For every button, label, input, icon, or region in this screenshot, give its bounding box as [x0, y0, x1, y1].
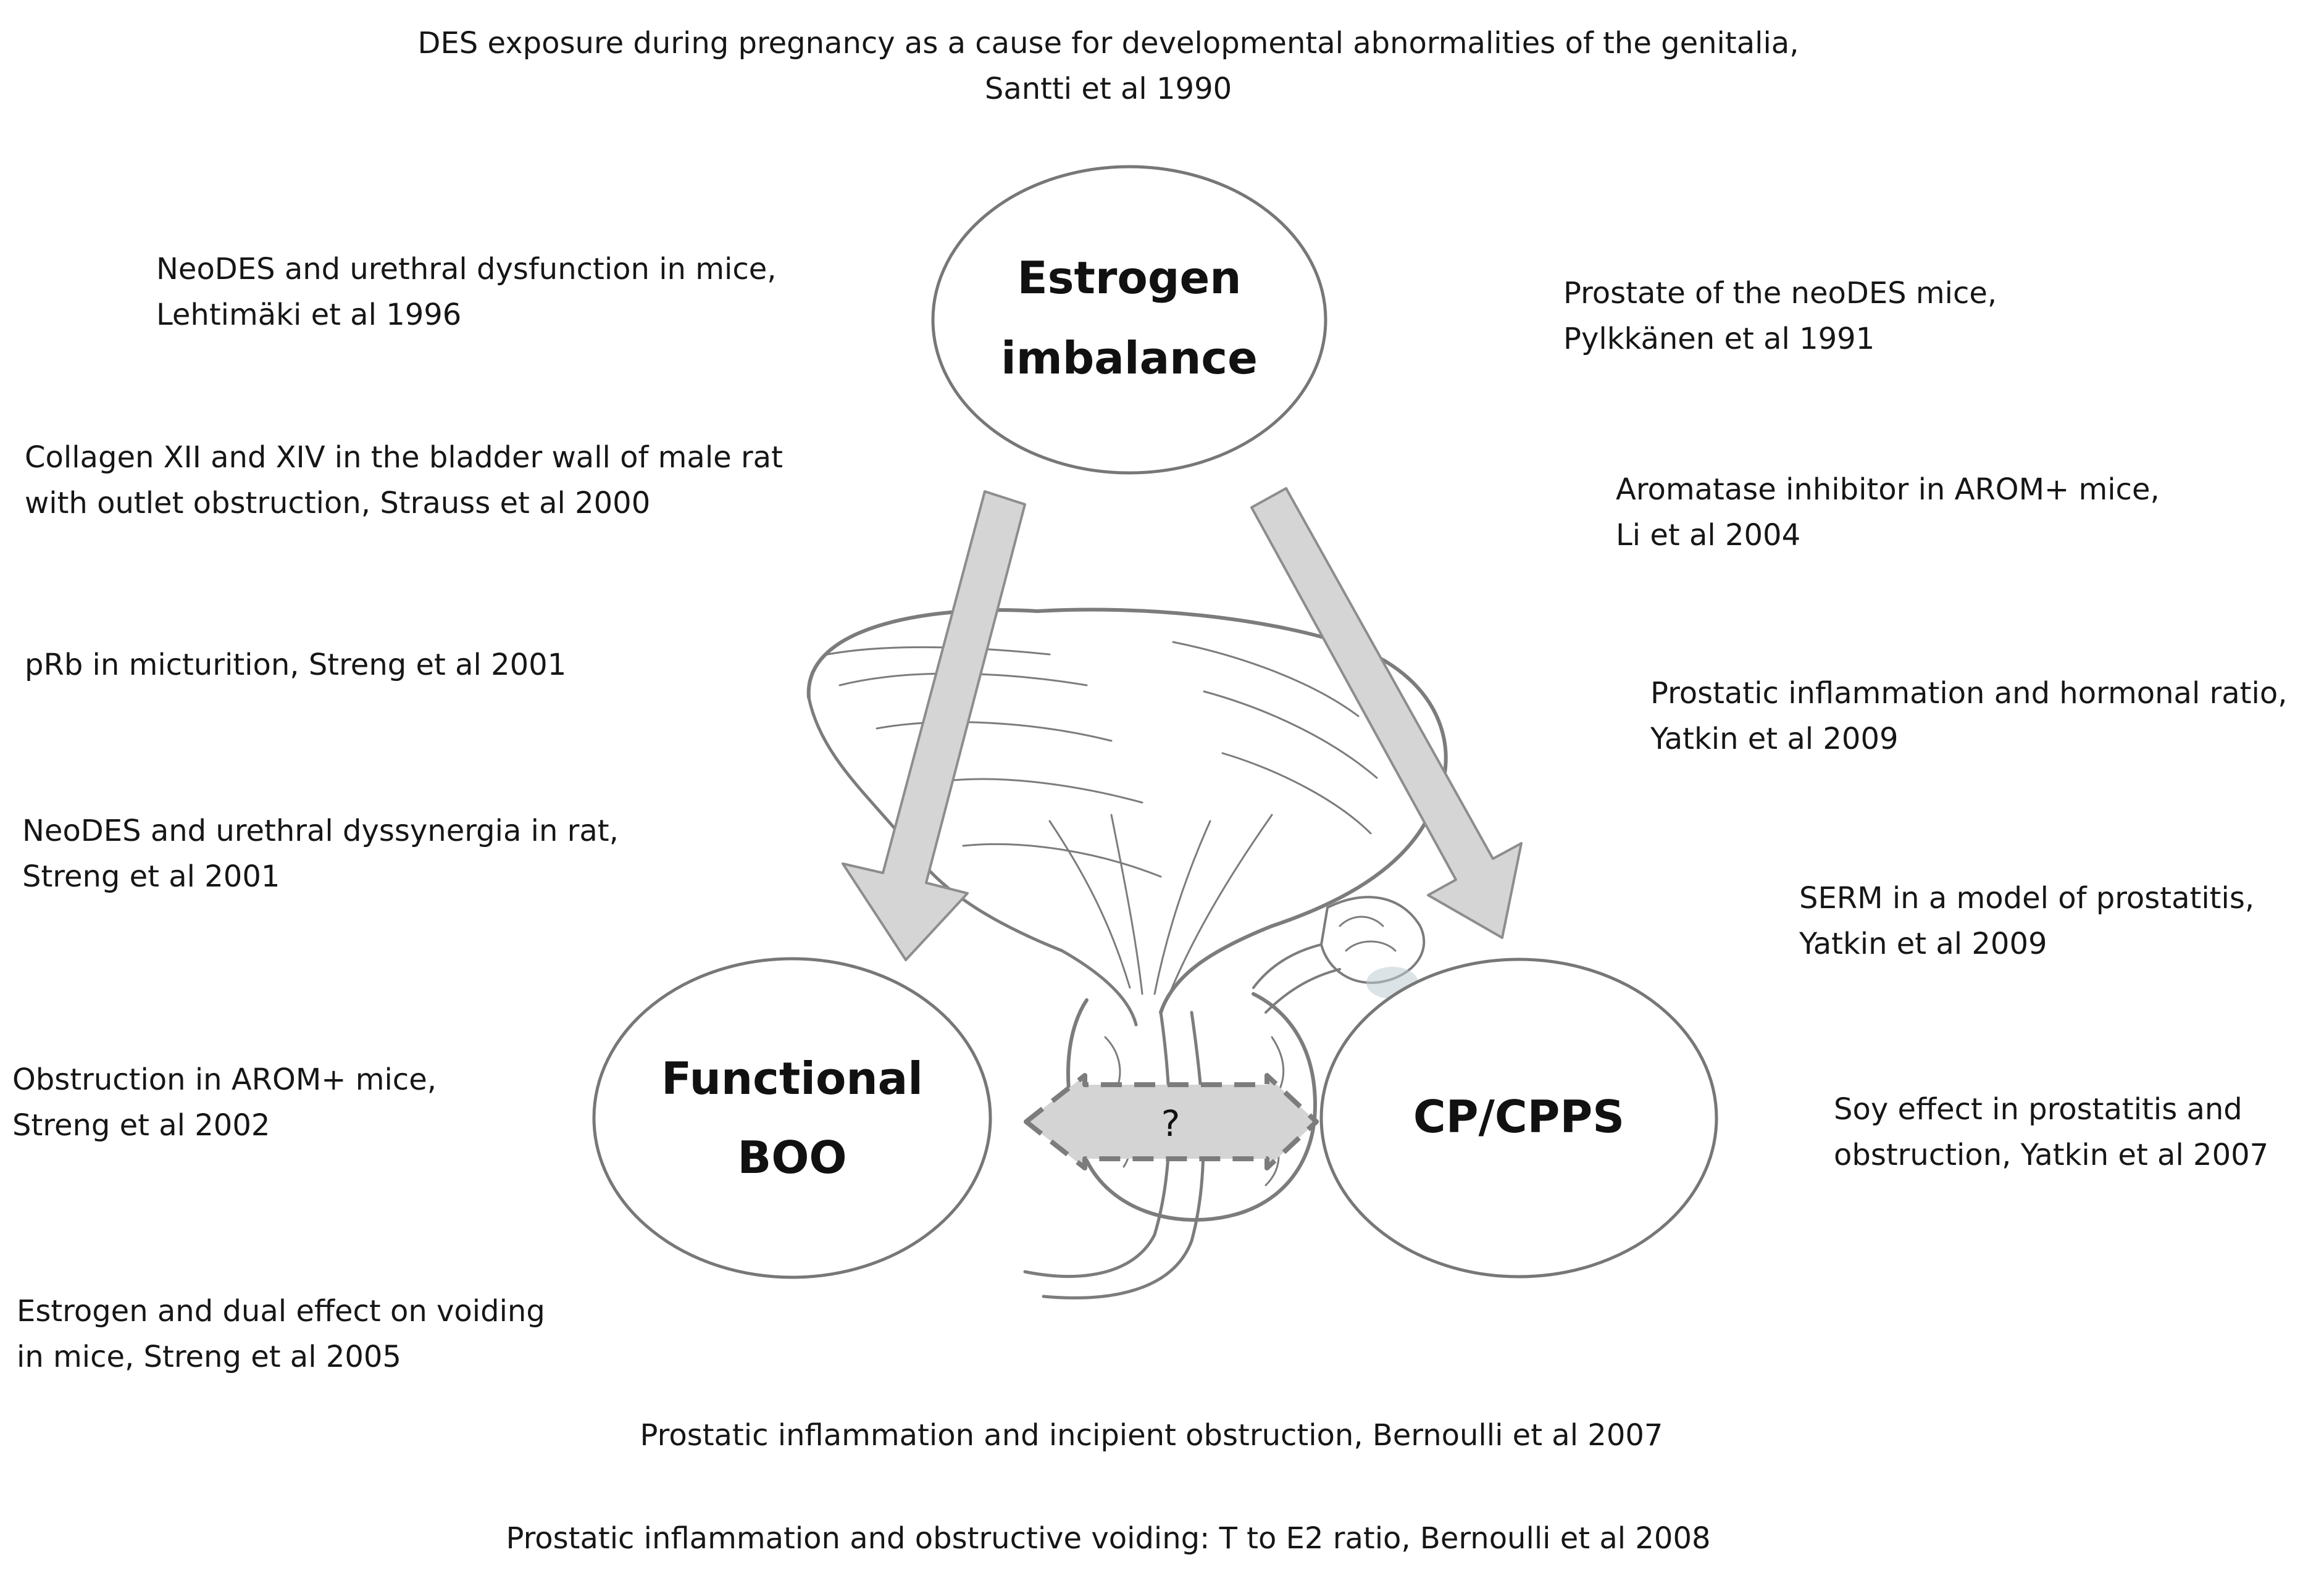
- refs-bottom: Prostatic inflammation and incipient obs…: [506, 1418, 1710, 1556]
- ref-right-4-line-1: SERM in a model of prostatitis,: [1799, 881, 2254, 916]
- node-cp-cpps: CP/CPPS: [1319, 958, 1718, 1279]
- ref-right-2-line-1: Aromatase inhibitor in AROM+ mice,: [1616, 472, 2160, 507]
- arrow-estrogen-to-boo: [842, 490, 1026, 961]
- ref-left-2-line-1: Collagen XII and XIV in the bladder wall…: [25, 440, 783, 475]
- ref-left-1-line-2: Lehtimäki et al 1996: [156, 298, 461, 332]
- ref-right-3-line-1: Prostatic inflammation and hormonal rati…: [1650, 676, 2287, 711]
- refs-right: Prostate of the neoDES mice, Pylkkänen e…: [1563, 276, 2287, 1172]
- ref-bottom-2: Prostatic inflammation and obstructive v…: [506, 1521, 1710, 1556]
- ref-right-4-line-2: Yatkin et al 2009: [1799, 927, 2047, 961]
- node-boo-label-line-1: Functional: [661, 1053, 923, 1104]
- ref-right-3-line-2: Yatkin et al 2009: [1650, 722, 1899, 756]
- ref-left-5-line-2: Streng et al 2002: [12, 1108, 270, 1143]
- ref-right-1-line-1: Prostate of the neoDES mice,: [1563, 276, 1997, 311]
- ref-left-6-line-2: in mice, Streng et al 2005: [17, 1340, 401, 1374]
- ref-right-1-line-2: Pylkkänen et al 1991: [1563, 322, 1875, 356]
- ref-left-4-line-2: Streng et al 2001: [22, 859, 280, 894]
- node-estrogen-imbalance: Estrogen imbalance: [931, 165, 1327, 475]
- ref-right-5-line-2: obstruction, Yatkin et al 2007: [1834, 1138, 2268, 1172]
- ref-left-6-line-1: Estrogen and dual effect on voiding: [17, 1294, 545, 1329]
- refs-left: NeoDES and urethral dysfunction in mice,…: [12, 252, 783, 1374]
- ref-top-line-1: DES exposure during pregnancy as a cause…: [418, 26, 1799, 60]
- ref-right-2-line-2: Li et al 2004: [1616, 518, 1800, 553]
- ref-right-5-line-1: Soy effect in prostatitis and: [1834, 1092, 2242, 1127]
- node-estrogen-label-line-1: Estrogen: [1017, 252, 1241, 304]
- arrow-estrogen-to-cpcps: [1250, 487, 1523, 939]
- ref-top-line-2: Santti et al 1990: [985, 72, 1232, 106]
- ref-top: DES exposure during pregnancy as a cause…: [418, 26, 1799, 106]
- ref-bottom-1: Prostatic inflammation and incipient obs…: [640, 1418, 1663, 1453]
- node-estrogen-label-line-2: imbalance: [1001, 332, 1258, 384]
- link-question-mark: ?: [1161, 1103, 1181, 1145]
- node-boo-label-line-2: BOO: [737, 1132, 846, 1183]
- ref-left-3-line-1: pRb in micturition, Streng et al 2001: [25, 648, 566, 682]
- ref-left-4-line-1: NeoDES and urethral dyssynergia in rat,: [22, 814, 619, 848]
- node-cpcps-label: CP/CPPS: [1413, 1091, 1624, 1143]
- ref-left-2-line-2: with outlet obstruction, Strauss et al 2…: [25, 486, 650, 520]
- node-functional-boo: Functional BOO: [592, 957, 992, 1279]
- boo-cpcps-link-arrow: [1024, 1073, 1319, 1170]
- ref-left-1-line-1: NeoDES and urethral dysfunction in mice,: [156, 252, 777, 286]
- ref-left-5-line-1: Obstruction in AROM+ mice,: [12, 1062, 437, 1097]
